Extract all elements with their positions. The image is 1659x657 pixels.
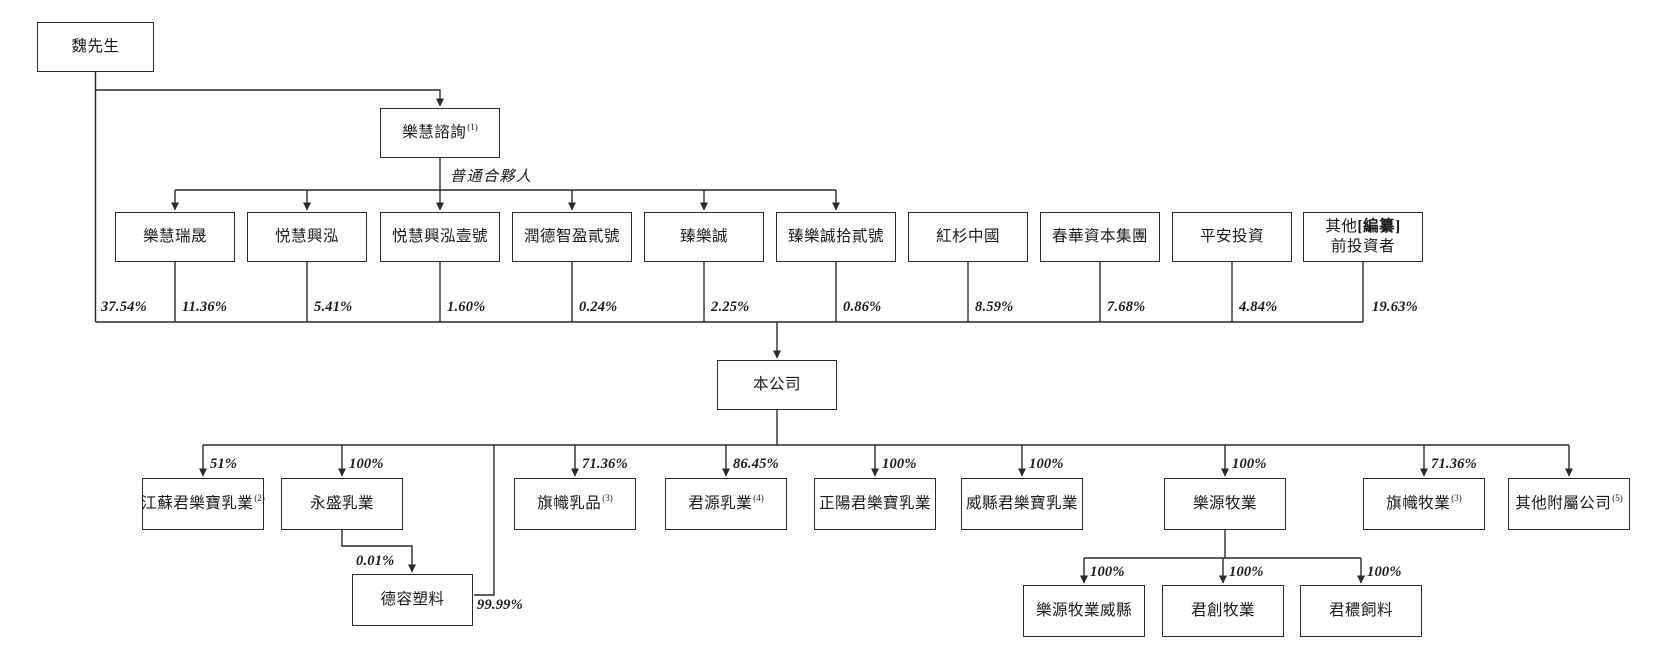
subsidiary-box-leyuan-farming: 樂源牧業	[1164, 478, 1286, 530]
ownership-percent: 8.59%	[975, 299, 1014, 315]
subsidiary-box-derong-plastics: 德容塑料	[352, 574, 473, 626]
ownership-percent: 100%	[1090, 564, 1125, 580]
shareholder-label: 紅杉中國	[935, 228, 1000, 246]
shareholder-label: 悦慧興泓壹號	[391, 228, 488, 246]
shareholder-label: 臻樂誠	[679, 228, 728, 246]
ownership-percent: 11.36%	[182, 299, 228, 315]
ownership-percent: 51%	[210, 456, 238, 472]
other-suffix: 前投資者	[1330, 238, 1395, 255]
redacted-tag: [編纂]	[1357, 217, 1401, 235]
subsidiary-box-junchuang-farming: 君創牧業	[1162, 585, 1284, 637]
shareholder-box-yuehui-xinghong-no1: 悦慧興泓壹號	[380, 212, 500, 262]
shareholder-box-lehui-ruisheng: 樂慧瑞晟	[115, 212, 235, 262]
shareholder-label: 臻樂誠拾貳號	[787, 228, 884, 246]
wei-connectors	[94, 72, 444, 322]
subsidiary-box-jiangsu-junlebao-dairy: 江蘇君樂寶乳業(2)	[141, 478, 265, 530]
the-company-box: 本公司	[717, 360, 837, 410]
subsidiary-label: 威縣君樂寶乳業	[965, 495, 1078, 513]
shareholder-label: 平安投資	[1199, 228, 1264, 246]
ownership-percent: 37.54%	[101, 299, 147, 315]
ownership-percent: 100%	[1367, 564, 1402, 580]
subsidiary-label: 永盛乳業	[309, 495, 374, 513]
subsidiary-box-qizhi-farming: 旗幟牧業(3)	[1363, 478, 1485, 530]
subsidiary-label: 江蘇君樂寶乳業	[141, 495, 254, 513]
footnote-3: (3)	[1451, 493, 1462, 504]
subsidiary-label: 旗幟乳品	[537, 495, 602, 513]
subsidiary-box-other-subsidiaries: 其他附屬公司(5)	[1508, 478, 1630, 530]
ownership-percent: 100%	[1232, 456, 1267, 472]
subsidiary-label: 君創牧業	[1190, 602, 1255, 620]
subsidiary-label: 正陽君樂寶乳業	[818, 495, 931, 513]
the-company-label: 本公司	[752, 376, 801, 394]
gp-connectors	[171, 158, 840, 211]
subsidiary-box-yongsheng-dairy: 永盛乳業	[281, 478, 403, 530]
other-prefix: 其他	[1325, 217, 1358, 235]
ownership-percent: 86.45%	[733, 456, 779, 472]
ownership-percent: 7.68%	[1107, 299, 1146, 315]
ownership-percent: 100%	[1229, 564, 1264, 580]
ownership-percent: 19.63%	[1372, 299, 1418, 315]
lehui-zixun-box: 樂慧諮詢(1)	[380, 108, 500, 158]
mr-wei-label: 魏先生	[71, 38, 120, 56]
shareholder-box-runde-zhiying-no2: 潤德智盈貳號	[512, 212, 632, 262]
footnote-5: (5)	[1612, 493, 1623, 504]
shareholder-label: 樂慧瑞晟	[142, 228, 207, 246]
footnote-1: (1)	[467, 122, 478, 133]
subsidiary-box-leyuan-farming-weixian: 樂源牧業威縣	[1023, 585, 1145, 637]
ownership-percent: 71.36%	[1431, 456, 1477, 472]
subsidiary-label: 其他附屬公司	[1515, 495, 1612, 513]
ownership-percent: 1.60%	[447, 299, 486, 315]
shareholder-box-pingan-investment: 平安投資	[1172, 212, 1292, 262]
subsidiary-connectors	[199, 410, 1573, 596]
ownership-percent: 100%	[882, 456, 917, 472]
subsidiary-label: 君穠飼料	[1328, 602, 1393, 620]
subsidiary-label: 德容塑料	[380, 591, 445, 609]
shareholder-box-other-pre-investors: 其他[編纂] 前投資者	[1303, 212, 1423, 262]
subsidiary-box-junyuan-dairy: 君源乳業(4)	[665, 478, 787, 530]
ownership-percent: 0.01%	[356, 553, 395, 569]
shareholder-label: 潤德智盈貳號	[523, 228, 620, 246]
ownership-percent: 4.84%	[1239, 299, 1278, 315]
leyuan-connectors	[1080, 530, 1365, 584]
subsidiary-box-zhengyang-junlebao-dairy: 正陽君樂寶乳業	[814, 478, 936, 530]
subsidiary-box-weixian-junlebao-dairy: 威縣君樂寶乳業	[961, 478, 1083, 530]
subsidiary-label: 樂源牧業	[1192, 495, 1257, 513]
ownership-percent: 5.41%	[314, 299, 353, 315]
ownership-percent: 2.25%	[711, 299, 750, 315]
shareholder-box-zhenlecheng-no12: 臻樂誠拾貳號	[776, 212, 896, 262]
shareholder-connectors	[95, 262, 1364, 359]
subsidiary-label: 樂源牧業威縣	[1035, 602, 1132, 620]
footnote-3: (3)	[602, 493, 613, 504]
general-partner-label: 普通合夥人	[450, 169, 533, 185]
subsidiary-label: 旗幟牧業	[1386, 495, 1451, 513]
ownership-percent: 99.99%	[477, 597, 523, 613]
shareholder-box-primavera-capital: 春華資本集團	[1040, 212, 1160, 262]
ownership-percent: 100%	[349, 456, 384, 472]
mr-wei-box: 魏先生	[37, 22, 154, 72]
subsidiary-label: 君源乳業	[688, 495, 753, 513]
shareholder-label: 其他[編纂] 前投資者	[1325, 217, 1400, 257]
shareholder-box-zhenlecheng: 臻樂誠	[644, 212, 764, 262]
subsidiary-box-junnong-feed: 君穠飼料	[1300, 585, 1422, 637]
ownership-percent: 0.24%	[579, 299, 618, 315]
shareholder-label: 悦慧興泓	[274, 228, 339, 246]
subsidiary-box-qizhi-dairy-products: 旗幟乳品(3)	[514, 478, 636, 530]
shareholder-label: 春華資本集團	[1051, 228, 1148, 246]
ownership-percent: 71.36%	[582, 456, 628, 472]
footnote-4: (4)	[753, 493, 764, 504]
lehui-zixun-label: 樂慧諮詢	[402, 124, 467, 142]
ownership-percent: 0.86%	[843, 299, 882, 315]
ownership-percent: 100%	[1029, 456, 1064, 472]
footnote-2: (2)	[254, 493, 265, 504]
shareholder-box-yuehui-xinghong: 悦慧興泓	[247, 212, 367, 262]
shareholder-box-sequoia-china: 紅杉中國	[908, 212, 1028, 262]
